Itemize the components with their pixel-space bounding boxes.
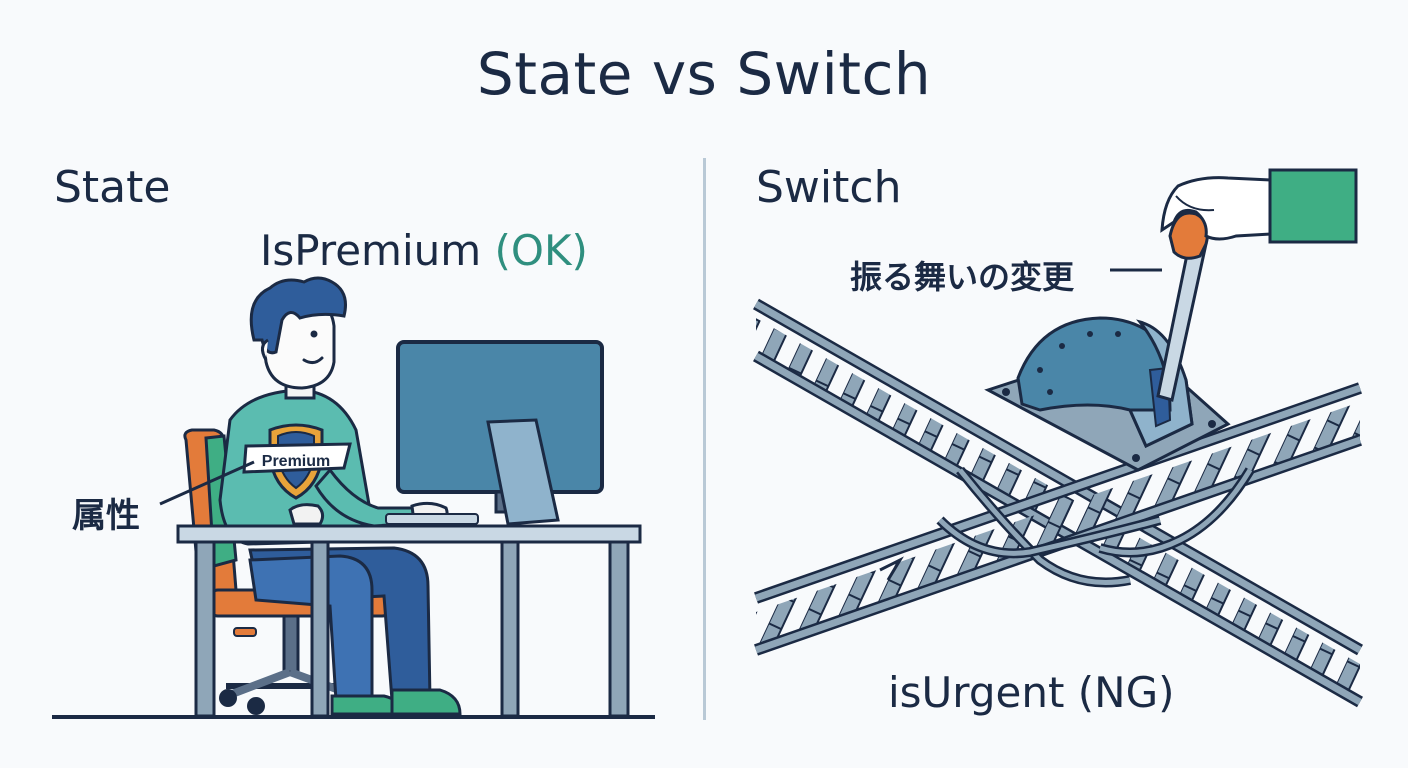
state-heading: State — [54, 162, 171, 213]
page-title: State vs Switch — [476, 40, 932, 108]
attribute-pointer — [159, 460, 255, 506]
diverging-rails — [879, 466, 1255, 588]
ispremium-variable: IsPremium — [260, 226, 482, 275]
switch-illustration — [753, 168, 1363, 708]
sleeve — [1268, 168, 1358, 244]
state-illustration: Premium — [52, 276, 655, 719]
premium-badge: Premium — [242, 442, 352, 474]
isurgent-label: isUrgent (NG) — [888, 668, 1175, 717]
railway-track-b — [754, 382, 1362, 656]
monitor — [385, 340, 604, 526]
switch-heading: Switch — [756, 162, 902, 213]
ok-verdict: (OK) — [494, 226, 588, 275]
behavior-change-label: 振る舞いの変更 — [850, 258, 1075, 296]
desk — [176, 524, 642, 718]
attribute-label: 属性 — [72, 496, 140, 536]
center-divider — [703, 158, 706, 720]
switch-lever-arm — [1156, 211, 1210, 402]
ispremium-label: IsPremium (OK) — [260, 226, 588, 275]
premium-badge-text: Premium — [262, 453, 330, 470]
hand — [1160, 168, 1358, 244]
